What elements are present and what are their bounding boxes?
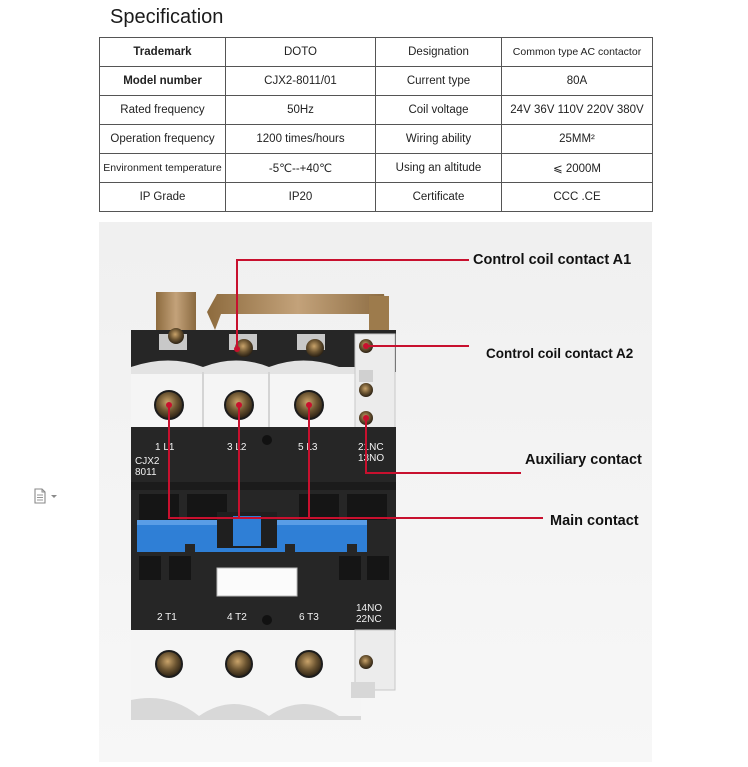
callout-line-main <box>168 405 543 519</box>
spec-value-cell: IP20 <box>225 182 376 212</box>
spec-value-cell: Common type AC contactor <box>501 37 653 67</box>
spec-label-cell: Trademark <box>99 37 226 67</box>
spec-label-cell: Designation <box>375 37 502 67</box>
spec-label-cell: Current type <box>375 66 502 96</box>
spec-value-cell: 1200 times/hours <box>225 124 376 154</box>
terminal-label-4: 4 T2 <box>227 612 247 623</box>
callout-control-coil-a2: Control coil contact A2 <box>486 346 634 361</box>
spec-value-cell: CCC .CE <box>501 182 653 212</box>
aux-label-14no: 14NO <box>356 603 382 614</box>
callout-auxiliary-contact: Auxiliary contact <box>525 452 642 468</box>
terminal-label-5: 5 L3 <box>298 442 318 453</box>
spec-value-cell: -5℃--+40℃ <box>225 153 376 183</box>
aux-label-21nc: 21NC <box>358 442 384 453</box>
spec-value-cell: 80A <box>501 66 653 96</box>
aux-label-13no: 13NO <box>358 453 384 464</box>
spec-label-cell: Rated frequency <box>99 95 226 125</box>
spec-value-cell: 50Hz <box>225 95 376 125</box>
callout-line-a1 <box>236 259 469 349</box>
terminal-label-2: 2 T1 <box>157 612 177 623</box>
spec-label-cell: Coil voltage <box>375 95 502 125</box>
spec-label-cell: Environment temperature <box>99 153 226 183</box>
model-label-line2: 8011 <box>135 467 157 478</box>
spec-value-cell: 25MM² <box>501 124 653 154</box>
spec-label-cell: Certificate <box>375 182 502 212</box>
callout-line-aux <box>365 418 521 474</box>
spec-label-cell: Model number <box>99 66 226 96</box>
model-label-line1: CJX2 <box>135 456 160 467</box>
spec-value-cell: DOTO <box>225 37 376 67</box>
callout-control-coil-a1: Control coil contact A1 <box>473 252 632 268</box>
spec-value-cell: ⩽ 2000M <box>501 153 653 183</box>
spec-label-cell: Using an altitude <box>375 153 502 183</box>
aux-label-22nc: 22NC <box>356 614 382 625</box>
terminal-label-1: 1 L1 <box>155 442 175 453</box>
spec-value-cell: 24V 36V 110V 220V 380V <box>501 95 653 125</box>
spec-label-cell: IP Grade <box>99 182 226 212</box>
spec-label-cell: Operation frequency <box>99 124 226 154</box>
callout-main-contact: Main contact <box>550 513 639 529</box>
spec-label-cell: Wiring ability <box>375 124 502 154</box>
spec-value-cell: CJX2-8011/01 <box>225 66 376 96</box>
contactor-photo: 1 L1 3 L2 5 L3 21NC 13NO CJX2 8011 2 T1 … <box>99 222 652 762</box>
terminal-label-3: 3 L2 <box>227 442 247 453</box>
terminal-label-6: 6 T3 <box>299 612 319 623</box>
document-icon[interactable] <box>33 488 63 504</box>
page-title: Specification <box>110 6 224 28</box>
